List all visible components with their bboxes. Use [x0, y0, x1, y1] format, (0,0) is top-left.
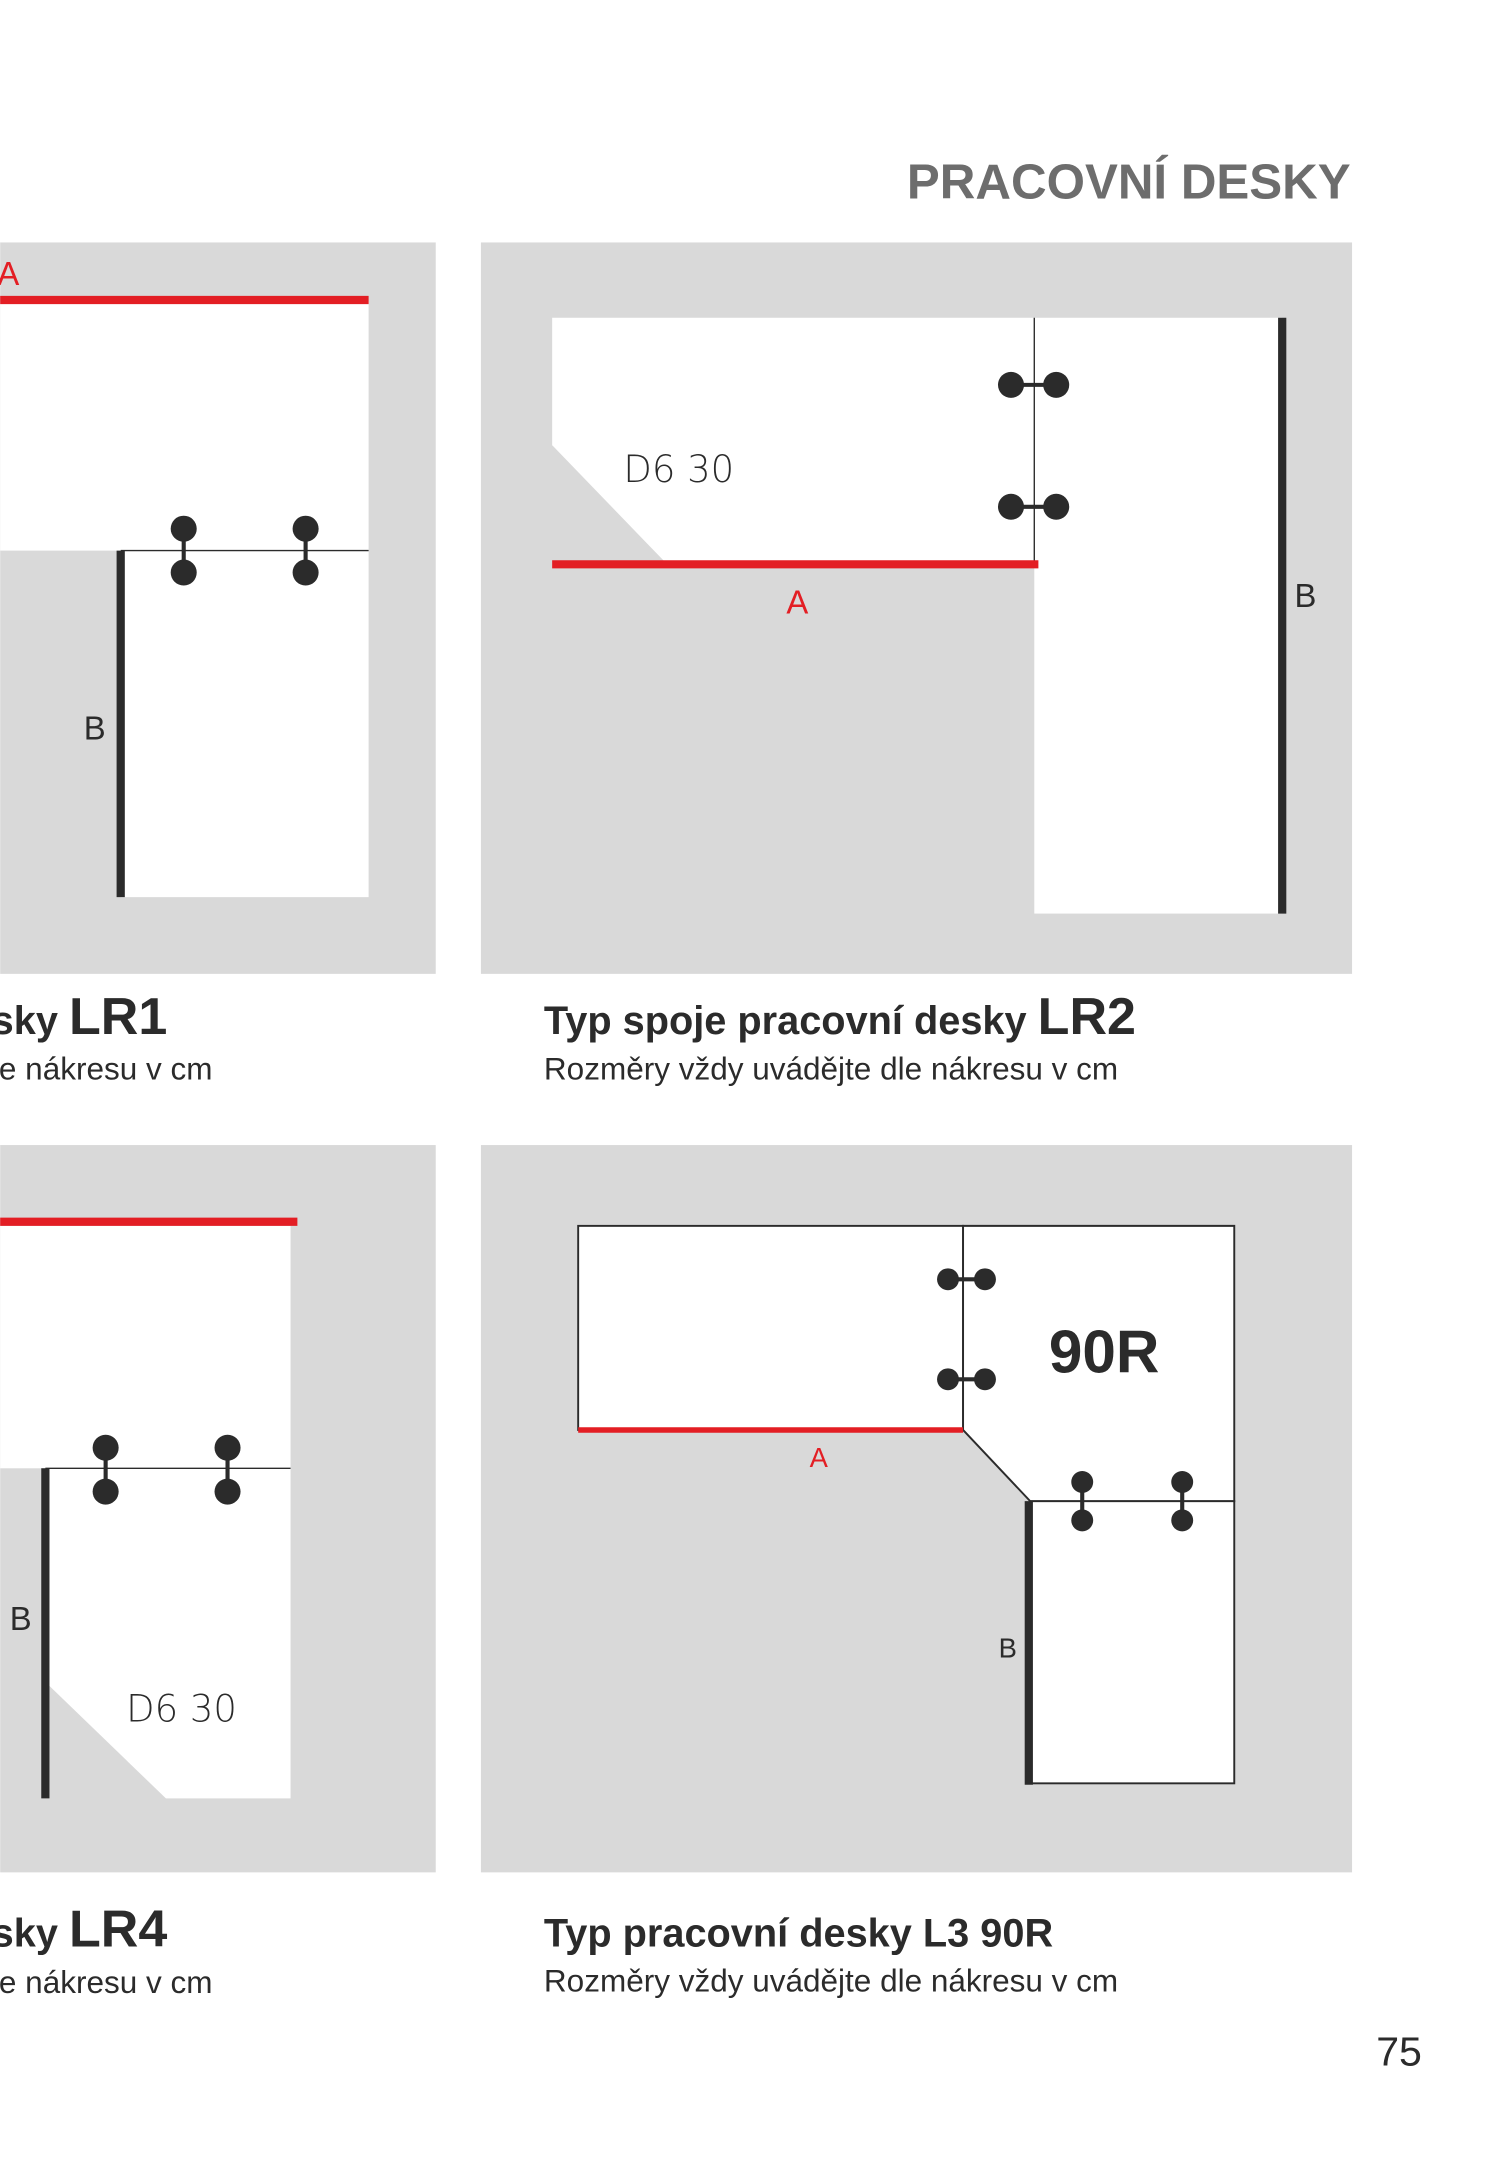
caption-title: Typ pracovní desky L3 90R: [544, 1911, 1053, 1955]
joint-connector-icon: [1171, 1471, 1194, 1532]
dimension-label: D6 30: [623, 448, 734, 491]
label-b: B: [999, 1632, 1017, 1663]
worktop-piece: [1029, 1500, 1236, 1785]
worktop-piece: [120, 550, 369, 898]
joint-connector-icon: [937, 1368, 996, 1391]
caption-subtitle: Rozměry vždy uvádějte dle nákresu v cm: [0, 1050, 212, 1086]
page-number: 75: [1376, 2028, 1422, 2074]
caption-subtitle: Rozměry vždy uvádějte dle nákresu v cm: [544, 1963, 1118, 1999]
label-a: A: [810, 1442, 829, 1473]
label-b: B: [84, 710, 106, 747]
dimension-label: D6 30: [126, 1688, 237, 1731]
caption-prefix: Typ spoje pracovní desky: [0, 999, 69, 1043]
caption-code: LR2: [1038, 988, 1136, 1046]
caption-code: LR4: [69, 1900, 167, 1958]
label-a: A: [0, 255, 19, 292]
joint-connector-icon: [997, 493, 1070, 520]
worktop-piece: [1034, 317, 1283, 914]
joint-connector-icon: [170, 515, 197, 586]
worktop-piece: [45, 1468, 291, 1799]
page-header-title: PRACOVNÍ DESKY: [907, 154, 1351, 210]
diagram-lr4: B D6 30 Typ spoje pracovní desky LR4 Roz…: [0, 1145, 436, 2000]
diagram-lr1: A B Typ spoje pracovní desky LR1 Rozměry…: [0, 242, 436, 1086]
diagram-l3-90r: A B 90R Typ pracovní desky L3 90R Rozměr…: [480, 1145, 1353, 1999]
worktop-piece: [552, 317, 1035, 565]
caption-subtitle: Rozměry vždy uvádějte dle nákresu v cm: [544, 1050, 1118, 1086]
caption-subtitle: Rozměry vždy uvádějte dle nákresu v cm: [0, 1964, 212, 2000]
joint-connector-icon: [997, 371, 1070, 398]
corner-label: 90R: [1049, 1317, 1160, 1385]
worktop-piece: [0, 1225, 291, 1469]
label-a: A: [786, 584, 808, 621]
joint-connector-icon: [937, 1268, 996, 1291]
label-b: B: [1295, 577, 1317, 614]
worktop-piece: [577, 1224, 965, 1431]
joint-connector-icon: [92, 1434, 119, 1505]
joint-connector-icon: [214, 1434, 241, 1505]
label-b: B: [10, 1600, 32, 1637]
caption-title: Typ spoje pracovní desky LR2: [544, 988, 1136, 1046]
diagram-lr2: A B D6 30 Typ spoje pracovní desky LR2 R…: [480, 242, 1353, 1086]
caption-title: Typ spoje pracovní desky LR1: [0, 988, 167, 1046]
caption-code: LR1: [69, 988, 167, 1046]
caption-prefix: Typ spoje pracovní desky: [0, 1911, 69, 1955]
worktop-piece: [0, 301, 369, 551]
joint-connector-icon: [1071, 1471, 1094, 1532]
caption-title: Typ spoje pracovní desky LR4: [0, 1900, 167, 1958]
caption-prefix: Typ spoje pracovní desky: [544, 999, 1038, 1043]
joint-connector-icon: [292, 515, 319, 586]
